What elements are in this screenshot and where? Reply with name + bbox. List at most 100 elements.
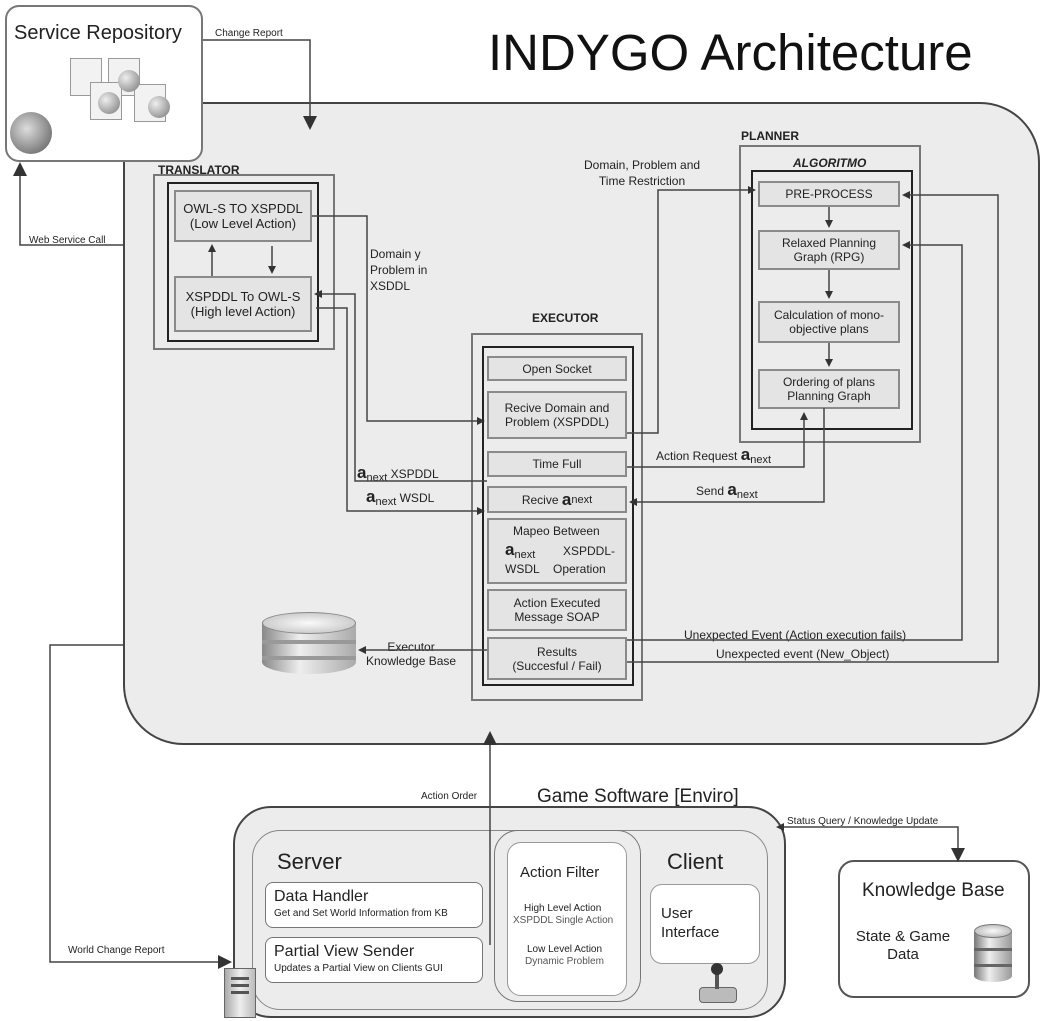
web-service-call-label: Web Service Call (29, 235, 106, 246)
recive-domain-line1: Recive Domain and (504, 401, 610, 415)
game-software-label: Game Software [Enviro] (537, 786, 739, 807)
translator-outer-box (153, 174, 335, 350)
domain-problem-line3: XSDDL (370, 279, 411, 293)
partial-view-desc: Updates a Partial View on Clients GUI (274, 963, 443, 974)
anext-wsdl-arrow (316, 307, 485, 515)
domain-problem-line2: Problem in (370, 263, 428, 277)
ordering-line2: Planning Graph (787, 389, 871, 403)
action-request-label: Action Request anext (656, 445, 771, 467)
status-query-arrow (786, 826, 965, 862)
executor-inner-box (482, 346, 634, 686)
globe-icon (148, 96, 170, 118)
state-game-line1: State & Game (855, 928, 951, 945)
send-anext-arrow (629, 408, 825, 506)
planner-inner-box (751, 170, 913, 430)
executor-to-planner-arrow (627, 186, 756, 434)
change-report-label: Change Report (215, 28, 283, 39)
data-handler-box: Data Handler Get and Set World Informati… (265, 882, 483, 928)
server-label: Server (277, 849, 342, 874)
executor-outer-box (471, 333, 643, 701)
unexpected-fail-label: Unexpected Event (Action execution fails… (684, 628, 907, 642)
results-line2: (Succesful / Fail) (512, 658, 602, 673)
rpg-box: Relaxed Planning Graph (RPG) (758, 230, 900, 270)
rpg-line2: Graph (RPG) (793, 250, 865, 264)
planner-outer-box (739, 145, 921, 443)
owl-to-xspddl-line2: (Low Level Action) (189, 216, 297, 231)
calculation-line1: Calculation of mono- (773, 308, 885, 322)
translator-label: TRANSLATOR (158, 163, 240, 177)
diagram-title: INDYGO Architecture (488, 24, 973, 81)
unexpected-fail-arrow (627, 241, 963, 641)
mapeo-anext: anext (505, 540, 535, 561)
world-change-report-label: World Change Report (68, 945, 165, 956)
unexpected-new-label: Unexpected event (New_Object) (716, 647, 890, 661)
executor-label: EXECUTOR (532, 311, 599, 325)
unexpected-new-arrow (627, 191, 999, 663)
domain-time-line1: Domain, Problem and (584, 158, 701, 172)
rpg-line1: Relaxed Planning (781, 236, 877, 250)
translator-to-executor-arrow (312, 215, 485, 425)
xspddl-to-owl-box: XSPDDL To OWL-S (High level Action) (174, 276, 312, 332)
service-repository-label: Service Repository (14, 22, 182, 44)
user-interface-line2: Interface (661, 924, 720, 941)
web-service-call-arrow (13, 162, 123, 246)
action-order-label: Action Order (421, 791, 478, 802)
recive-domain-box: Recive Domain and Problem (XSPDDL) (487, 391, 627, 439)
ordering-box: Ordering of plans Planning Graph (758, 369, 900, 409)
send-subscript: next (736, 489, 758, 501)
send-symbol: a (727, 480, 737, 499)
owl-to-xspddl-line1: OWL-S TO XSPDDL (183, 201, 303, 216)
state-game-line2: Data (887, 946, 919, 963)
anext-subscript: next (571, 493, 593, 506)
action-executed-line2: Message SOAP (514, 610, 600, 624)
kb-database-icon (974, 924, 1012, 986)
action-request-symbol: a (740, 445, 751, 464)
user-interface-label: User Interface (661, 904, 719, 942)
action-request-text: Action Request (656, 449, 738, 463)
world-change-report-arrow (49, 644, 232, 969)
open-socket-label: Open Socket (522, 361, 592, 376)
anext-symbol: a (561, 489, 572, 509)
mapeo-anext-subscript: next (514, 549, 536, 561)
mapeo-line4: Operation (553, 562, 606, 576)
calculation-line2: objective plans (789, 322, 869, 336)
action-request-arrow (627, 412, 808, 468)
anext-wsdl-text: WSDL (399, 491, 435, 505)
domain-time-line2: Time Restriction (598, 174, 686, 188)
service-disc-icon (10, 112, 52, 154)
state-game-label: State & Game Data (853, 928, 953, 964)
partial-view-box: Partial View Sender Updates a Partial Vi… (265, 937, 483, 983)
preprocess-label: PRE-PROCESS (785, 187, 873, 201)
executor-kb-line2: Knowledge Base (366, 654, 457, 668)
action-executed-line1: Action Executed (513, 596, 601, 610)
action-filter-box (507, 842, 627, 996)
owl-to-xspddl-box: OWL-S TO XSPDDL (Low Level Action) (174, 190, 312, 242)
low-level-desc: Dynamic Problem (525, 956, 604, 967)
anext-xspddl-symbol: a (357, 463, 367, 482)
time-full-label: Time Full (532, 457, 582, 471)
calculation-box: Calculation of mono- objective plans (758, 301, 900, 343)
data-handler-title: Data Handler (274, 888, 369, 905)
anext-xspddl-arrow (314, 290, 487, 482)
mapeo-line1: Mapeo Between (513, 524, 600, 538)
anext-wsdl-label: anext WSDL (366, 488, 435, 509)
globe-icon (98, 92, 120, 114)
translator-inner-box (167, 182, 319, 342)
planner-label: PLANNER (741, 129, 800, 143)
action-filter-outer (494, 830, 641, 1002)
low-level-label: Low Level Action (527, 944, 603, 955)
server-tower-icon (224, 968, 256, 1018)
mapeo-box: Mapeo Between anext XSPDDL- WSDL Operati… (487, 518, 627, 584)
domain-problem-line1: Domain y (370, 247, 421, 261)
action-executed-box: Action Executed Message SOAP (487, 589, 627, 631)
send-anext-label: Send anext (696, 480, 758, 502)
status-query-label: Status Query / Knowledge Update (787, 816, 939, 827)
xspddl-to-owl-line2: (High level Action) (190, 304, 296, 319)
action-request-subscript: next (750, 454, 771, 466)
user-interface-line1: User (661, 905, 693, 922)
change-report-arrow (203, 39, 317, 130)
results-line1: Results (536, 644, 577, 659)
open-socket-box: Open Socket (487, 356, 627, 381)
